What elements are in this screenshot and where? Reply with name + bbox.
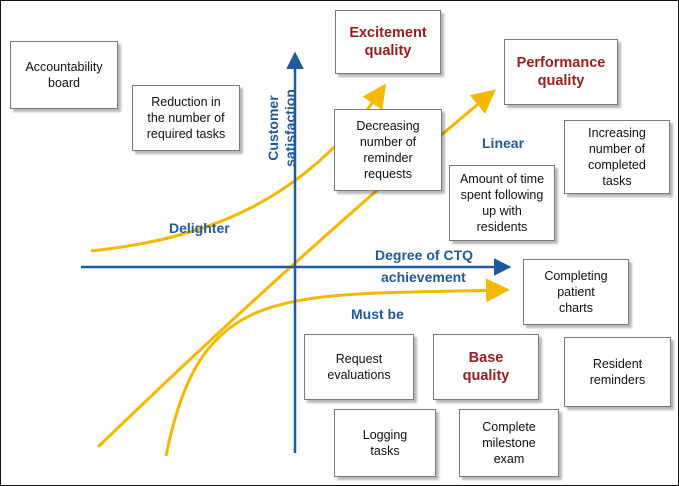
decreasing-reminders-box: Decreasing number of reminder requests [334, 109, 442, 191]
excitement-quality-box: Excitement quality [335, 10, 441, 74]
reduction-tasks-box: Reduction in the number of required task… [132, 85, 240, 151]
y-axis-label: Customer satisfaction [265, 89, 298, 167]
must-be-label: Must be [351, 306, 404, 322]
increasing-tasks-box: Increasing number of completed tasks [564, 120, 670, 194]
x-axis-label: Degree of CTQ [375, 247, 474, 263]
x-axis-label-2: achievement [381, 269, 466, 285]
must-be-curve [164, 278, 510, 457]
completing-charts-box: Completing patient charts [523, 259, 629, 325]
performance-quality-box: Performance quality [504, 39, 618, 105]
milestone-exam-box: Complete milestone exam [459, 409, 559, 477]
base-quality-box: Base quality [433, 334, 539, 400]
request-evaluations-box: Request evaluations [304, 334, 414, 400]
time-following-up-box: Amount of time spent following up with r… [449, 165, 555, 241]
logging-tasks-box: Logging tasks [334, 409, 436, 477]
resident-reminders-box: Resident reminders [564, 337, 671, 407]
linear-label: Linear [482, 135, 525, 151]
delighter-label: Delighter [169, 220, 230, 236]
accountability-board-box: Accountability board [10, 41, 118, 109]
